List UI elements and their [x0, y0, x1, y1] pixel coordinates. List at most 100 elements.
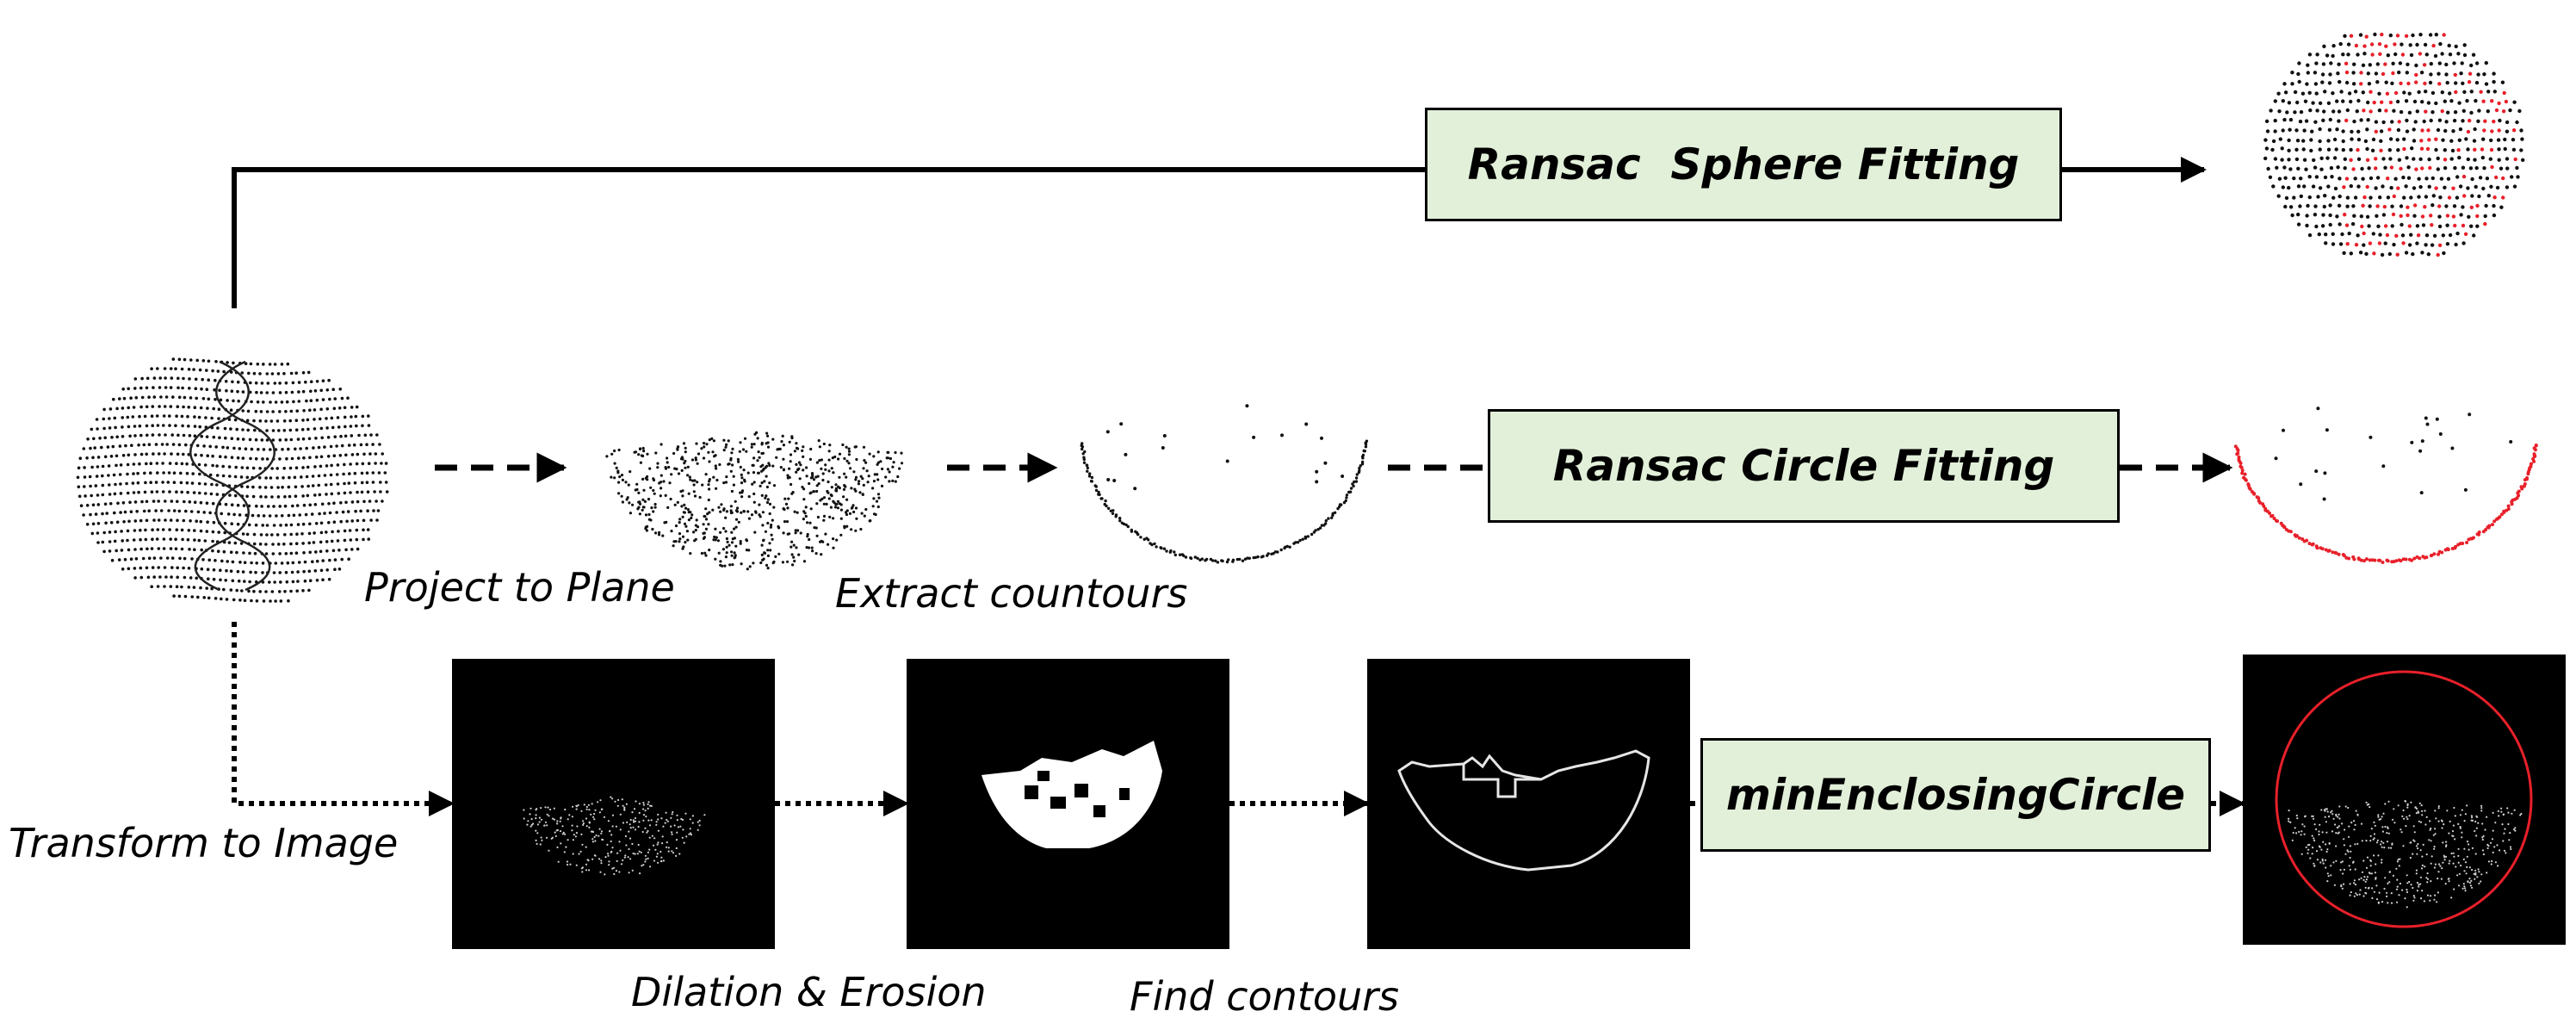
sphere-point — [2412, 127, 2416, 132]
projected-point — [694, 524, 698, 527]
image-point — [2384, 825, 2387, 828]
cloud-point — [215, 464, 219, 468]
cloud-point — [104, 521, 108, 525]
cloud-point — [198, 425, 201, 429]
cloud-point — [301, 466, 305, 469]
extract-contours-label: Extract countours — [835, 570, 1188, 617]
image-point — [556, 828, 560, 832]
cloud-point — [272, 571, 276, 574]
sphere-point — [2407, 224, 2412, 228]
projected-point — [736, 506, 740, 510]
cloud-point — [271, 391, 276, 394]
circle-fit-point — [2284, 528, 2288, 531]
cloud-point — [137, 444, 140, 447]
cloud-point — [252, 589, 256, 593]
cloud-point — [89, 446, 92, 450]
sphere-point — [2369, 176, 2374, 181]
image-point — [566, 860, 569, 863]
cloud-point — [289, 437, 294, 442]
projected-point — [719, 560, 722, 563]
image-point — [554, 835, 557, 838]
image-point — [642, 802, 645, 804]
image-point — [535, 814, 537, 816]
cloud-point — [250, 447, 254, 451]
cloud-point — [236, 569, 240, 574]
sphere-point — [2385, 91, 2390, 96]
image-point — [564, 808, 567, 811]
image-point — [2457, 847, 2460, 850]
cloud-point — [195, 444, 200, 448]
cloud-point — [366, 509, 369, 512]
cloud-point — [232, 446, 236, 450]
cloud-point — [181, 537, 184, 542]
cloud-point — [133, 529, 137, 532]
projected-point — [808, 481, 811, 486]
sphere-point — [2460, 61, 2464, 65]
projected-point — [659, 443, 663, 446]
cloud-point — [319, 407, 323, 412]
projected-point — [888, 480, 891, 483]
cloud-point — [176, 376, 180, 381]
cloud-point — [342, 472, 345, 476]
cloud-point — [280, 400, 284, 404]
cloud-point — [115, 435, 119, 439]
image-point — [2350, 890, 2352, 894]
image-point — [2412, 899, 2415, 902]
cloud-point — [196, 510, 201, 514]
projected-point — [722, 526, 726, 531]
sphere-point — [2353, 195, 2358, 200]
cloud-point — [203, 463, 207, 467]
projected-point — [703, 536, 707, 539]
image-point — [2399, 858, 2401, 860]
cloud-point — [337, 406, 342, 410]
projected-point — [817, 439, 820, 443]
image-point — [2452, 824, 2455, 827]
cloud-point — [122, 520, 126, 524]
cloud-point — [76, 475, 80, 480]
sphere-point — [2368, 63, 2372, 67]
sphere-point — [2351, 82, 2356, 86]
projected-point — [746, 471, 750, 475]
image-point — [603, 816, 606, 819]
image-point — [2338, 805, 2341, 808]
cloud-point — [234, 465, 238, 469]
sphere-point — [2430, 243, 2435, 247]
cloud-point — [343, 529, 347, 533]
cloud-point — [163, 566, 167, 569]
cloud-point — [147, 443, 152, 446]
dilated-holes — [1025, 771, 1130, 817]
image-point — [610, 796, 612, 798]
cloud-point — [202, 444, 206, 448]
projected-point — [678, 537, 682, 541]
cloud-point — [252, 542, 257, 546]
cloud-point — [373, 490, 376, 493]
circle-fit-point — [2533, 448, 2537, 452]
image-point — [2464, 813, 2467, 816]
cloud-point — [211, 549, 214, 553]
image-point — [634, 816, 637, 820]
image-point — [2354, 823, 2356, 827]
projected-point — [690, 513, 694, 517]
sphere-point — [2338, 177, 2342, 181]
sphere-point — [2351, 204, 2356, 208]
sphere-point — [2388, 100, 2393, 105]
projected-point — [891, 479, 895, 483]
projected-point — [808, 457, 813, 462]
image-point — [2497, 810, 2499, 813]
cloud-point — [278, 410, 282, 413]
image-point — [632, 826, 635, 828]
sphere-point — [2282, 165, 2287, 170]
cloud-point — [188, 387, 191, 390]
cloud-point — [314, 437, 318, 440]
projected-point — [851, 504, 855, 507]
cloud-point — [314, 522, 319, 525]
image-point — [644, 860, 647, 863]
sphere-point — [2406, 176, 2412, 180]
image-point — [635, 800, 637, 803]
projected-point — [708, 480, 711, 483]
cloud-point — [90, 493, 93, 498]
projected-point — [644, 527, 647, 531]
sphere-point — [2469, 63, 2474, 68]
cloud-point — [302, 569, 306, 574]
sphere-fit-point-cloud — [2263, 32, 2525, 258]
